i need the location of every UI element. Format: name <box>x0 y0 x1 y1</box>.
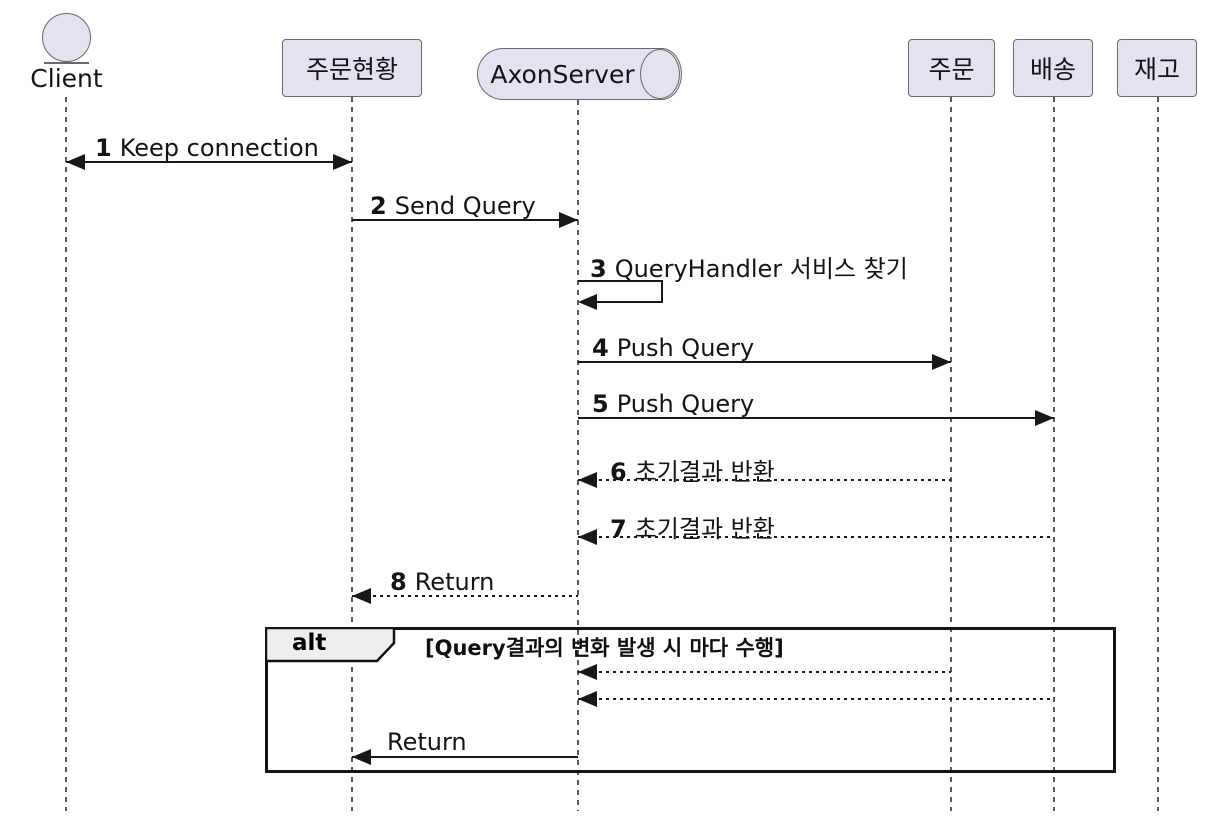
alt-operator-label: alt <box>292 630 327 656</box>
arrowhead-left-icon <box>578 664 597 680</box>
lifeline-axon-server <box>577 100 579 811</box>
arrowhead-right-icon <box>333 154 352 170</box>
message-4-text: Push Query <box>616 334 755 362</box>
arrowhead-right-icon <box>1035 410 1054 426</box>
alt-message-3-line <box>352 756 578 758</box>
message-2-line <box>352 219 578 221</box>
arrowhead-left-icon <box>578 294 597 310</box>
message-7-line <box>578 536 1054 538</box>
arrowhead-left-icon <box>352 588 371 604</box>
message-3-text: QueryHandler 서비스 찾기 <box>614 255 908 283</box>
message-8-number: 8 <box>390 568 407 596</box>
message-2-text: Send Query <box>394 192 536 220</box>
message-6-line <box>578 479 951 481</box>
message-8-line <box>352 595 578 597</box>
message-4-line <box>578 361 951 363</box>
alt-frame <box>265 627 1116 773</box>
arrowhead-right-icon <box>559 212 578 228</box>
participant-client: Client <box>30 64 103 93</box>
lifeline-inventory <box>1157 97 1159 811</box>
arrowhead-right-icon <box>932 354 951 370</box>
alt-message-1-line <box>578 671 951 673</box>
participant-delivery: 배송 <box>1013 39 1093 97</box>
alt-condition-label: [Query결과의 변화 발생 시 마다 수행] <box>425 636 784 660</box>
participant-axon-server: AxonServer <box>477 48 682 100</box>
alt-frame-tab <box>265 627 396 663</box>
message-3-loop-top <box>578 280 663 282</box>
message-8-text: Return <box>414 568 495 596</box>
arrowhead-left-icon <box>66 154 85 170</box>
message-1-text: Keep connection <box>119 134 319 162</box>
message-4-number: 4 <box>592 334 609 362</box>
arrowhead-left-icon <box>578 472 597 488</box>
message-5-text: Push Query <box>616 390 755 418</box>
lifeline-order <box>950 97 952 811</box>
lifeline-order-status <box>351 97 353 811</box>
entity-icon <box>42 13 91 62</box>
participant-inventory: 재고 <box>1117 39 1197 97</box>
alt-message-3-label: Return <box>387 728 467 756</box>
message-5-line <box>578 417 1054 419</box>
message-3-loop-bottom <box>596 301 663 303</box>
message-1-number: 1 <box>95 134 112 162</box>
message-1-line <box>66 161 352 163</box>
participant-order: 주문 <box>908 39 995 97</box>
lifeline-delivery <box>1053 97 1055 811</box>
message-3-number: 3 <box>590 255 607 283</box>
arrowhead-left-icon <box>352 749 371 765</box>
entity-icon-line <box>44 62 89 64</box>
arrowhead-left-icon <box>578 691 597 707</box>
alt-message-2-line <box>578 698 1054 700</box>
message-6-text: 초기결과 반환 <box>634 458 775 486</box>
arrowhead-left-icon <box>578 529 597 545</box>
message-3-loop-right <box>661 280 663 303</box>
lifeline-client <box>65 97 67 811</box>
participant-order-status: 주문현황 <box>282 39 422 97</box>
message-5-number: 5 <box>592 390 609 418</box>
message-2-number: 2 <box>370 192 387 220</box>
message-6-number: 6 <box>610 458 627 486</box>
message-7-number: 7 <box>610 515 627 543</box>
message-7-text: 초기결과 반환 <box>634 515 775 543</box>
